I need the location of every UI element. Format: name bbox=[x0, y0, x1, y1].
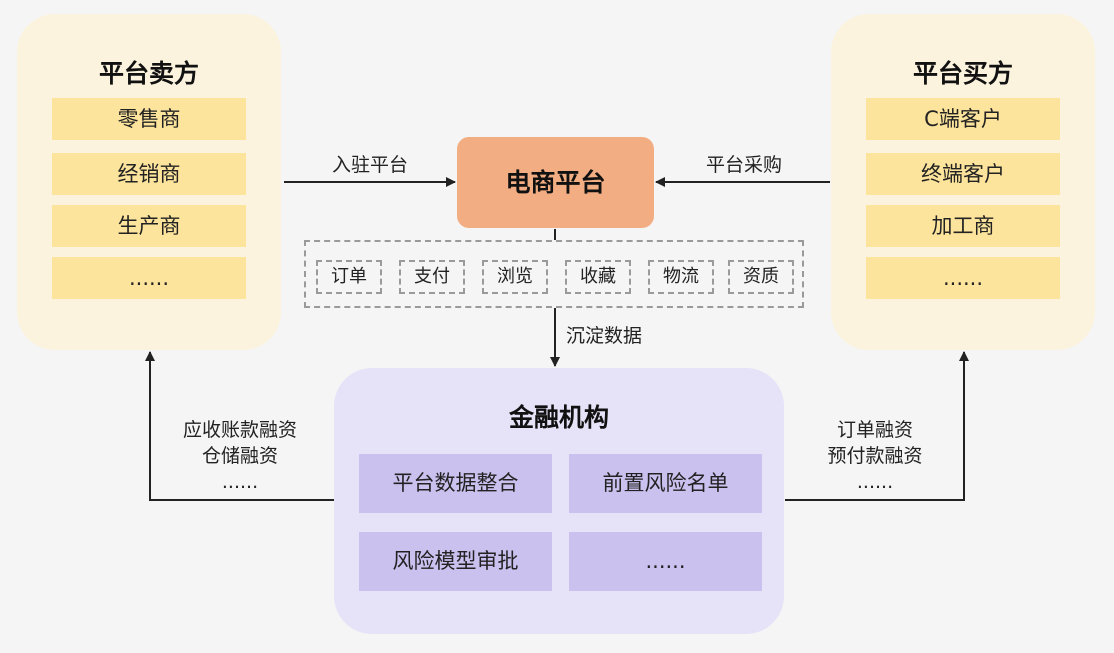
data-tag: 浏览 bbox=[482, 260, 548, 294]
label-buyer-financing: 订单融资 预付款融资 ...... bbox=[795, 417, 955, 495]
seller-item: ...... bbox=[52, 257, 246, 299]
label-seller-financing: 应收账款融资 仓储融资 ...... bbox=[160, 417, 320, 495]
ecommerce-platform-box: 电商平台 bbox=[457, 137, 654, 228]
finance-item: 风险模型审批 bbox=[359, 532, 552, 591]
finance-item: 平台数据整合 bbox=[359, 454, 552, 513]
buyer-financing-line: ...... bbox=[856, 471, 894, 493]
arrow-finance-to-seller bbox=[145, 351, 334, 501]
buyer-title: 平台买方 bbox=[912, 59, 1013, 88]
buyer-panel: 平台买方 C端客户 终端客户 加工商 ...... bbox=[831, 14, 1095, 350]
label-seller-to-platform: 入驻平台 bbox=[331, 154, 408, 176]
finance-item: 前置风险名单 bbox=[569, 454, 762, 513]
data-tags-box: 订单 支付 浏览 收藏 物流 资质 bbox=[304, 240, 804, 308]
label-buyer-to-platform: 平台采购 bbox=[705, 154, 782, 176]
buyer-item: 终端客户 bbox=[866, 153, 1060, 195]
financial-institution-panel: 金融机构 平台数据整合 前置风险名单 风险模型审批 ...... bbox=[334, 368, 784, 634]
finance-title: 金融机构 bbox=[508, 403, 609, 432]
data-tag: 订单 bbox=[316, 260, 382, 294]
arrow-finance-to-buyer bbox=[785, 351, 969, 501]
seller-financing-line: 仓储融资 bbox=[201, 445, 278, 467]
data-tag: 收藏 bbox=[565, 260, 631, 294]
seller-financing-line: ...... bbox=[221, 471, 259, 493]
seller-item: 生产商 bbox=[52, 205, 246, 247]
data-tag: 支付 bbox=[399, 260, 465, 294]
data-tag: 资质 bbox=[728, 260, 794, 294]
seller-panel: 平台卖方 零售商 经销商 生产商 ...... bbox=[17, 14, 281, 350]
seller-item: 零售商 bbox=[52, 98, 246, 140]
seller-item: 经销商 bbox=[52, 153, 246, 195]
finance-item: ...... bbox=[569, 532, 762, 591]
seller-financing-line: 应收账款融资 bbox=[182, 419, 297, 441]
buyer-financing-line: 订单融资 bbox=[836, 419, 913, 441]
buyer-item: C端客户 bbox=[866, 98, 1060, 140]
buyer-item: ...... bbox=[866, 257, 1060, 299]
buyer-item: 加工商 bbox=[866, 205, 1060, 247]
buyer-financing-line: 预付款融资 bbox=[827, 445, 923, 467]
label-sediment-data: 沉淀数据 bbox=[566, 325, 643, 347]
data-tag: 物流 bbox=[648, 260, 714, 294]
seller-title: 平台卖方 bbox=[98, 59, 199, 88]
